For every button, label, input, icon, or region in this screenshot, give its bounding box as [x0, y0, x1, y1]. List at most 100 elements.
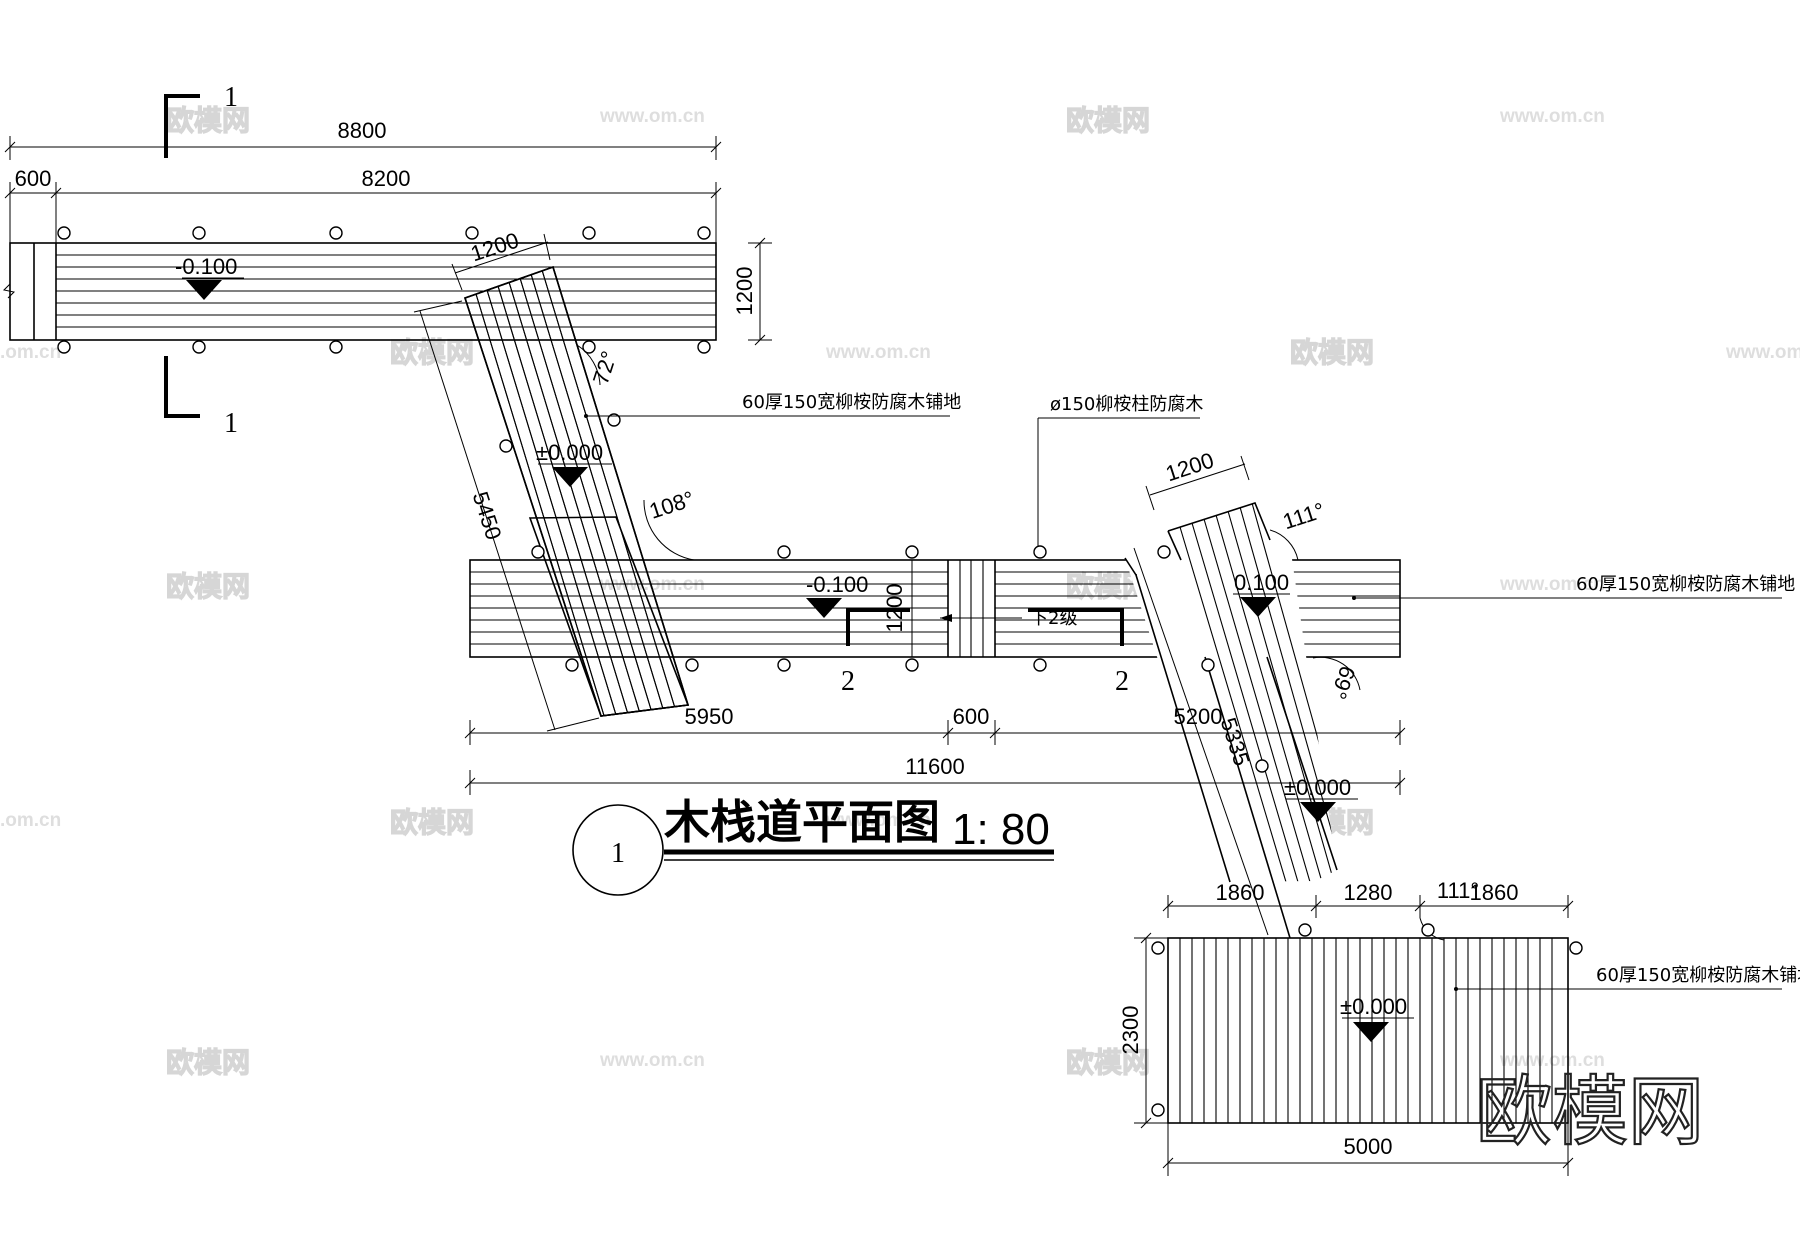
- section-1-bottom-label: 1: [224, 408, 238, 439]
- dim-8200: 8200: [362, 166, 411, 191]
- detail-number: 1: [611, 838, 625, 869]
- note-deck-1: 60厚150宽柳桉防腐木铺地: [742, 392, 961, 413]
- watermark-url: www.om.cn: [599, 106, 705, 127]
- detail-number-circle: [572, 804, 664, 896]
- post-columns: [57, 226, 1583, 1117]
- watermark-url: www.om.cn: [1499, 574, 1605, 595]
- post-circle: [607, 413, 621, 427]
- diagonal-deck-a-overlay: [463, 265, 690, 717]
- middle-deck-segment: 下2级 2 2 1200: [469, 559, 1401, 697]
- title-block: 1 木栈道平面图 1: 80: [572, 795, 1054, 896]
- elevation-mid-right: 0.100: [1234, 570, 1289, 595]
- post-circle: [1033, 658, 1047, 672]
- note-deck-3: 60厚150宽柳桉防腐木铺地: [1596, 965, 1800, 986]
- note-deck-2: 60厚150宽柳桉防腐木铺地: [1576, 574, 1795, 595]
- drawing-scale: 1: 80: [952, 805, 1050, 854]
- watermark-brand: 欧模网: [390, 806, 474, 839]
- post-circle: [697, 340, 711, 354]
- post-circle: [1033, 545, 1047, 559]
- dim-1860-right: 1860: [1470, 880, 1519, 905]
- post-circle: [565, 658, 579, 672]
- angle-111-bottom: 111°: [1437, 878, 1479, 903]
- angle-72: 72°: [588, 348, 622, 387]
- elevation-diag-b: ±0.000: [1284, 775, 1351, 800]
- watermark-brand: 欧模网: [166, 1046, 250, 1079]
- post-circle: [57, 340, 71, 354]
- watermark-brand: 欧模网: [166, 104, 250, 137]
- post-circle: [1255, 759, 1269, 773]
- post-circle: [905, 545, 919, 559]
- post-circle: [1151, 1103, 1165, 1117]
- dim-1860-left: 1860: [1216, 880, 1265, 905]
- watermark-url: www.om.cn: [825, 342, 931, 363]
- dim-2300: 2300: [1118, 1006, 1143, 1055]
- section-1-top-label: 1: [224, 82, 238, 113]
- section-2-right-label: 2: [1115, 666, 1129, 697]
- post-circle: [465, 226, 479, 240]
- post-circle: [685, 658, 699, 672]
- bottom-deck-platform: [1167, 937, 1569, 1124]
- watermark-brand: 欧模网: [390, 336, 474, 369]
- watermark-url: www.om.cn: [1499, 106, 1605, 127]
- dim-1200-right: 1200: [732, 267, 757, 316]
- bottom-dimensions: 1860 1280 1860 111° 2300 5000: [1118, 878, 1574, 1176]
- post-circle: [329, 226, 343, 240]
- watermark-big: 欧模网: [1476, 1067, 1704, 1156]
- dim-5000: 5000: [1344, 1134, 1393, 1159]
- post-circle: [57, 226, 71, 240]
- elevation-top: -0.100: [175, 254, 237, 279]
- elevation-mid-left: -0.100: [806, 572, 868, 597]
- angle-108: 108°: [646, 486, 697, 524]
- post-circle: [1151, 941, 1165, 955]
- steps-note: 下2级: [1030, 608, 1077, 629]
- post-circle: [697, 226, 711, 240]
- dim-5200: 5200: [1174, 704, 1223, 729]
- post-circle: [192, 340, 206, 354]
- section-2-left-label: 2: [841, 666, 855, 697]
- watermark-brand: 欧模网: [1290, 336, 1374, 369]
- post-circle: [777, 545, 791, 559]
- watermark-url: www.om.cn: [599, 1050, 705, 1071]
- post-circle: [192, 226, 206, 240]
- post-circle: [905, 658, 919, 672]
- top-deck-segment: [2, 242, 717, 341]
- post-circle: [582, 340, 596, 354]
- dim-5450: 5450: [468, 489, 507, 543]
- post-circle: [1201, 658, 1215, 672]
- post-circle: [499, 439, 513, 453]
- post-circle: [329, 340, 343, 354]
- post-circle: [1421, 923, 1435, 937]
- watermark-brand: 欧模网: [1066, 1046, 1150, 1079]
- post-circle: [1298, 923, 1312, 937]
- drawing-title: 木栈道平面图: [664, 795, 940, 849]
- watermark-brand: 欧模网: [166, 570, 250, 603]
- section-mark-1-1: 1 1: [164, 82, 238, 439]
- dim-600-mid: 600: [953, 704, 990, 729]
- post-circle: [1569, 941, 1583, 955]
- watermark-url-edge: .om.cn: [0, 810, 61, 831]
- dim-1200-skew-b: 1200: [1163, 447, 1217, 486]
- dim-1200-mid: 1200: [882, 584, 907, 633]
- top-dimensions: 8800 600 8200 1200: [4, 118, 772, 346]
- dim-1280: 1280: [1344, 880, 1393, 905]
- dim-5950: 5950: [685, 704, 734, 729]
- watermark-url-edge: .om.cn: [0, 342, 61, 363]
- diagonal-deck-b: [1124, 502, 1338, 939]
- watermark-url: www.om.cn: [1725, 342, 1800, 363]
- post-circle: [777, 658, 791, 672]
- post-circle: [531, 545, 545, 559]
- angle-111-top: 111°: [1280, 497, 1328, 534]
- note-post: ø150柳桉柱防腐木: [1050, 394, 1203, 415]
- post-circle: [582, 226, 596, 240]
- dim-11600: 11600: [905, 754, 965, 779]
- dim-8800: 8800: [338, 118, 387, 143]
- middle-dimensions: 5950 600 5200 11600: [464, 704, 1406, 795]
- elevation-bottom: ±0.000: [1340, 994, 1407, 1019]
- post-circle: [1157, 545, 1171, 559]
- dim-600-top: 600: [15, 166, 52, 191]
- leader-notes: 60厚150宽柳桉防腐木铺地 ø150柳桉柱防腐木 60厚150宽柳桉防腐木铺地…: [584, 392, 1800, 991]
- watermark-url: www.om.cn: [825, 810, 931, 831]
- elevation-diag-a: ±0.000: [536, 440, 603, 465]
- elevation-markers: -0.100 ±0.000 -0.100 0.100 ±0.000 ±0.000: [175, 254, 1414, 1042]
